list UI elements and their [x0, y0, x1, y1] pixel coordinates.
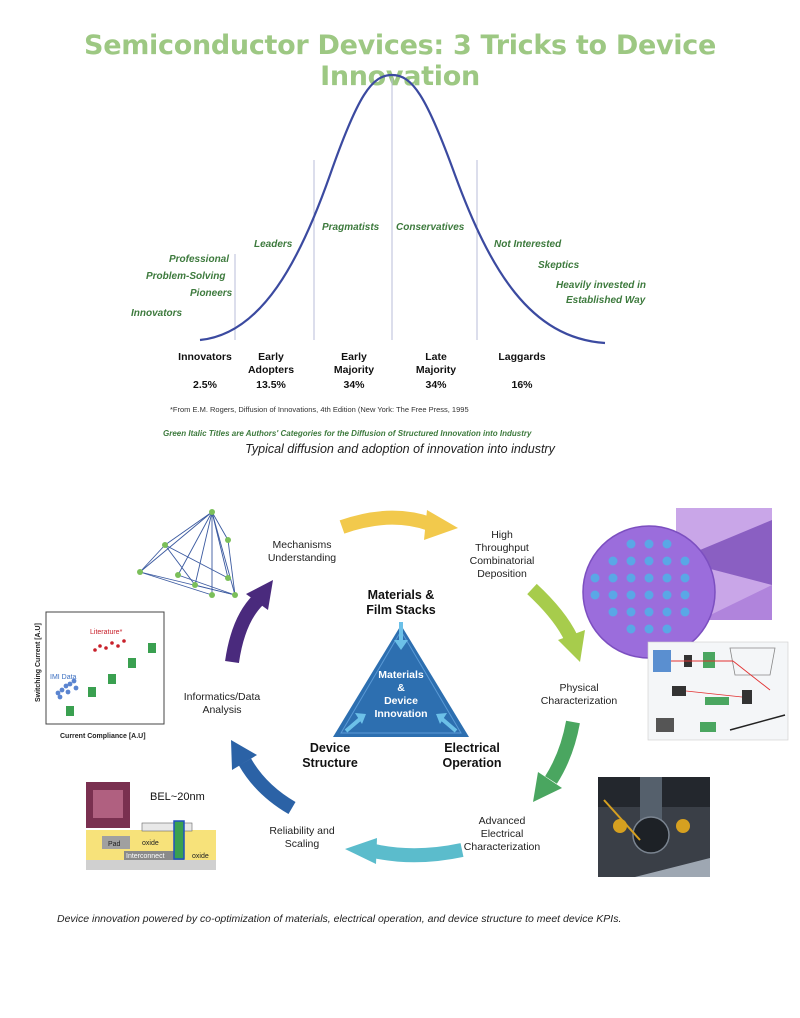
arrow-purple: [225, 595, 264, 664]
cycle-step-labels: Mechanisms Understanding High Throughput…: [184, 529, 618, 853]
category-innovators: Innovators: [178, 351, 232, 363]
step-advanced-1: Advanced: [479, 815, 526, 827]
interconnect-label: Interconnect: [126, 853, 165, 860]
device-markers: [66, 643, 156, 716]
center-top-label-1: Materials &: [368, 588, 435, 602]
center-top-label-2: Film Stacks: [366, 603, 436, 617]
label-leaders: Leaders: [254, 239, 293, 250]
rogers-reference: *From E.M. Rogers, Diffusion of Innovati…: [170, 405, 469, 414]
label-innovators-curve: Innovators: [131, 308, 183, 319]
arrow-blue: [238, 758, 296, 815]
arrow-right-in-head: [436, 713, 447, 724]
adoption-bell-curve: [199, 73, 606, 345]
arrow-cyan: [372, 843, 464, 863]
arrow-top-in-head: [394, 640, 408, 650]
step-reliability-1: Reliability and: [269, 825, 335, 837]
arrow-left-in-head: [355, 713, 366, 724]
label-skeptics: Skeptics: [538, 260, 580, 271]
category-innovators-pct: 2.5%: [193, 379, 218, 391]
device-structure-label-1: Device: [310, 741, 350, 755]
label-professional: Professional: [169, 254, 229, 265]
electrical-operation-label-2: Operation: [442, 756, 501, 770]
category-late-majority: Late: [425, 351, 447, 363]
category-laggards-pct: 16%: [511, 379, 533, 391]
step-physical-1: Physical: [559, 682, 598, 694]
center-triangle-group: Materials & Film Stacks Materials & Devi…: [302, 588, 501, 770]
label-pioneers: Pioneers: [190, 288, 233, 299]
step-mechanisms-1: Mechanisms: [273, 539, 332, 551]
oxide-label-1: oxide: [142, 840, 159, 847]
plot-literature-label: Literature*: [90, 629, 123, 636]
optical-setup-image: [647, 641, 789, 741]
category-laggards: Laggards: [498, 351, 545, 363]
wafer-image: [582, 508, 772, 659]
triangle-text-4: Innovation: [374, 708, 427, 720]
triangle-inner-edge: [340, 630, 462, 734]
imi-points: [55, 678, 79, 700]
step-hts-2: Throughput: [475, 542, 529, 554]
bel-label: BEL~20nm: [150, 791, 205, 803]
arrow-green-head: [533, 772, 562, 802]
arrow-yellow: [339, 510, 433, 534]
step-hts-4: Deposition: [477, 568, 527, 580]
arrow-lime: [527, 583, 578, 642]
plot-xlabel: Current Compliance [A.U]: [60, 733, 146, 740]
electrical-operation-label-1: Electrical: [444, 741, 500, 755]
cycle-caption: Device innovation powered by co-optimiza…: [57, 913, 622, 925]
label-conservatives: Conservatives: [396, 222, 465, 233]
plot-imi-label: IMI Data: [50, 674, 77, 681]
step-informatics-1: Informatics/Data: [184, 691, 261, 703]
category-early-adopters-pct: 13.5%: [256, 379, 286, 391]
category-early-majority: Early: [341, 351, 367, 363]
label-problem-solving: Problem-Solving: [146, 271, 225, 282]
label-established-way: Established Way: [566, 295, 646, 306]
probe-station-image: [598, 777, 710, 877]
triangle-text-2: &: [397, 682, 405, 694]
step-mechanisms-2: Understanding: [268, 552, 336, 564]
category-early-adopters: Early: [258, 351, 284, 363]
network-graph-image: [137, 509, 238, 598]
bell-caption: Typical diffusion and adoption of innova…: [245, 442, 555, 456]
step-informatics-2: Analysis: [202, 704, 241, 716]
step-physical-2: Characterization: [541, 695, 618, 707]
arrow-cyan-head: [345, 838, 377, 864]
step-advanced-3: Characterization: [464, 841, 541, 853]
oxide-label-2: oxide: [192, 853, 209, 860]
innovation-triangle: [333, 625, 469, 737]
device-structure-label-2: Structure: [302, 756, 358, 770]
step-hts-3: Combinatorial: [470, 555, 535, 567]
category-late-majority-pct: 34%: [425, 379, 447, 391]
step-advanced-2: Electrical: [481, 828, 524, 840]
triangle-text-3: Device: [384, 695, 418, 707]
arrow-left-in: [344, 717, 362, 733]
triangle-text-1: Materials: [378, 669, 424, 681]
step-hts-1: High: [491, 529, 513, 541]
arrow-lime-head: [558, 630, 585, 662]
switching-current-plot: Switching Current [A.U] Current Complian…: [35, 611, 165, 740]
step-reliability-2: Scaling: [285, 838, 320, 850]
category-early-majority-pct: 34%: [343, 379, 365, 391]
pad-label: Pad: [108, 841, 121, 848]
label-not-interested: Not Interested: [494, 239, 562, 250]
category-early-adopters-2: Adopters: [248, 364, 294, 376]
arrow-blue-head: [231, 740, 257, 770]
bell-curve-figure: Professional Problem-Solving Pioneers In…: [131, 73, 646, 438]
label-pragmatists: Pragmatists: [322, 222, 380, 233]
label-heavily-invested: Heavily invested in: [556, 280, 646, 291]
arrow-right-in: [440, 717, 458, 733]
device-cross-section: BEL~20nm Pad oxide oxide Interconnect: [86, 782, 216, 870]
category-late-majority-2: Majority: [416, 364, 456, 376]
arrow-purple-head: [246, 580, 273, 610]
plot-ylabel: Switching Current [A.U]: [35, 623, 42, 702]
arrow-green: [545, 720, 580, 784]
category-early-majority-2: Majority: [334, 364, 374, 376]
literature-points: [93, 639, 126, 652]
cycle-arrows: [225, 510, 585, 864]
arrow-yellow-head: [424, 510, 458, 540]
authors-note: Green Italic Titles are Authors' Categor…: [163, 429, 532, 438]
wafer-dots: [590, 539, 690, 634]
